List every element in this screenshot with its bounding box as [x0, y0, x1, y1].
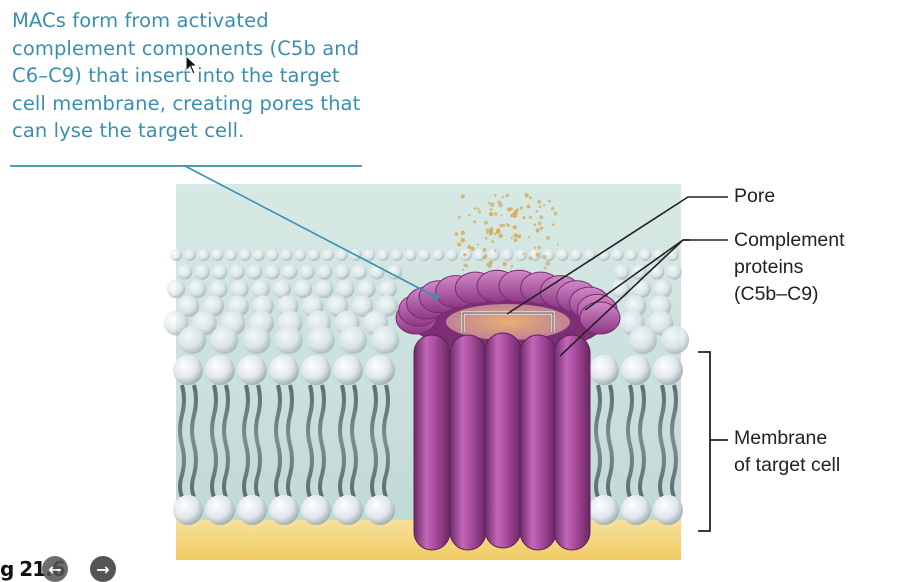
membrane-bracket	[698, 352, 728, 531]
membrane-label-line-1: Membrane	[734, 425, 894, 452]
pore-label: Pore	[734, 183, 775, 210]
mouse-cursor-icon	[185, 55, 199, 75]
complement-label-line-1: Complement	[734, 227, 894, 254]
membrane-label: Membrane of target cell	[734, 425, 894, 479]
complement-proteins-label: Complement proteins (C5b–C9)	[734, 227, 894, 308]
arrow-right-circle-icon[interactable]: →	[90, 556, 116, 582]
complement-label-line-3: (C5b–C9)	[734, 281, 894, 308]
complement-label-line-2: proteins	[734, 254, 894, 281]
arrow-left-circle-icon[interactable]: ←	[42, 556, 68, 582]
slide-footer: g 21.6 ← →	[0, 556, 65, 582]
membrane-label-line-2: of target cell	[734, 452, 894, 479]
